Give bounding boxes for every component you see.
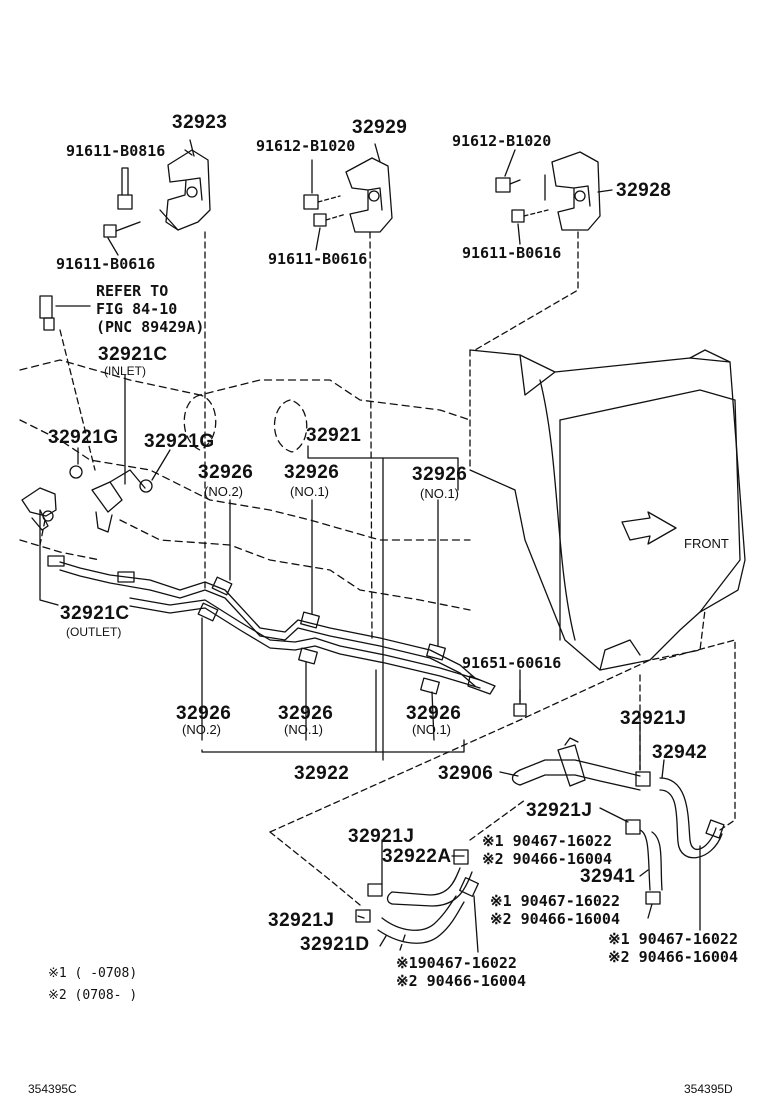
- label-32926-no1-top-b: 32926: [412, 464, 468, 485]
- fitting-refer-fig: [39, 295, 91, 331]
- legend-row-1: ※1 ( -0708): [48, 966, 138, 981]
- cooler-tube-32922: [129, 597, 481, 689]
- refer-line-2: FIG 84-10: [96, 300, 178, 318]
- sublabel-no1-top-b: (NO.1): [420, 486, 459, 501]
- clamp-c4-line2: ※2 90466-16004: [396, 972, 526, 990]
- label-32926-no2-bot: 32926: [176, 703, 232, 724]
- hose-32921d: [355, 877, 479, 944]
- clamp-c1-line1: ※1 90467-16022: [482, 832, 612, 850]
- gasket-32921g-a: [69, 465, 83, 479]
- label-32942: 32942: [652, 742, 708, 763]
- label-32906: 32906: [438, 763, 494, 784]
- engine-block-phantom: [19, 359, 471, 611]
- sublabel-no1-bot-b: (NO.1): [412, 722, 451, 737]
- alignment-lines: [39, 231, 579, 641]
- label-91611-b0616-a: 91611-B0616: [56, 255, 156, 273]
- hose-32906: [511, 737, 641, 791]
- label-32921j-a: 32921J: [620, 708, 687, 729]
- sublabel-inlet: (INLET): [104, 364, 146, 378]
- label-32941: 32941: [580, 866, 636, 887]
- label-91612-b1020-b: 91612-B1020: [452, 132, 552, 150]
- label-91612-b1020-a: 91612-B1020: [256, 137, 356, 155]
- union-32921c-outlet: [21, 487, 57, 531]
- bracket-32929: [345, 157, 393, 233]
- label-32921g-a: 32921G: [48, 427, 119, 448]
- label-91651-60616: 91651-60616: [462, 654, 562, 672]
- bolt-91611-b0816: [117, 167, 133, 210]
- label-front: FRONT: [684, 536, 729, 551]
- label-32921j-d: 32921J: [268, 910, 335, 931]
- footer-code-right: 354395D: [684, 1082, 733, 1096]
- label-91611-b0616-b: 91611-B0616: [268, 250, 368, 268]
- gasket-32921g-b: [139, 479, 153, 493]
- tube-end-fittings: [47, 555, 496, 695]
- sublabel-no2-bot: (NO.2): [182, 722, 221, 737]
- hose-group-boundary: [269, 609, 736, 951]
- hose-32941: [625, 819, 663, 905]
- clamp-c1-line2: ※2 90466-16004: [482, 850, 612, 868]
- bolt-91611-b0616-b: [313, 213, 347, 227]
- label-32926-no1-top-a: 32926: [284, 462, 340, 483]
- label-32929: 32929: [352, 117, 408, 138]
- footer-code-left: 354395C: [28, 1082, 77, 1096]
- bolt-91612-b1020-a: [303, 194, 341, 210]
- transmission-housing: [469, 349, 746, 671]
- label-91611-b0616-c: 91611-B0616: [462, 244, 562, 262]
- label-91611-b0816: 91611-B0816: [66, 142, 166, 160]
- bolt-91611-b0616-a: [103, 221, 141, 238]
- union-32921c-inlet: [91, 469, 146, 533]
- label-32926-no2-top: 32926: [198, 462, 254, 483]
- label-32921c-inlet: 32921C: [98, 344, 168, 365]
- label-32921j-c: 32921J: [348, 826, 415, 847]
- legend-row-2: ※2 (0708- ): [48, 988, 138, 1003]
- leader-lines: [39, 139, 701, 953]
- clamp-c3-line1: ※1 90467-16022: [608, 930, 738, 948]
- bolt-91612-b1020-b: [495, 177, 521, 193]
- bracket-32928: [544, 151, 601, 231]
- label-32922: 32922: [294, 763, 350, 784]
- clamp-32926-set: [197, 576, 446, 695]
- sublabel-outlet: (OUTLET): [66, 625, 122, 639]
- label-32921: 32921: [306, 425, 362, 446]
- label-32926-no1-bot-b: 32926: [406, 703, 462, 724]
- cooler-tube-32921: [59, 561, 476, 687]
- label-32921j-b: 32921J: [526, 800, 593, 821]
- label-32922a: 32922A: [382, 846, 452, 867]
- front-arrow-icon: [621, 511, 677, 545]
- label-32921d: 32921D: [300, 934, 370, 955]
- refer-line-1: REFER TO: [96, 282, 169, 300]
- refer-line-3: (PNC 89429A): [96, 318, 205, 336]
- label-32926-no1-bot-a: 32926: [278, 703, 334, 724]
- label-32921c-outlet: 32921C: [60, 603, 130, 624]
- clamp-c3-line2: ※2 90466-16004: [608, 948, 738, 966]
- sublabel-no2-top: (NO.2): [204, 484, 243, 499]
- bracket-32923: [159, 149, 211, 231]
- sublabel-no1-top-a: (NO.1): [290, 484, 329, 499]
- label-32928: 32928: [616, 180, 672, 201]
- hose-32942: [635, 771, 725, 859]
- hose-32922a: [386, 849, 473, 907]
- sublabel-no1-bot-a: (NO.1): [284, 722, 323, 737]
- clamp-c2-line1: ※1 90467-16022: [490, 892, 620, 910]
- bolt-91611-b0616-c: [511, 209, 549, 223]
- clamp-c4-line1: ※190467-16022: [396, 954, 517, 972]
- label-32923: 32923: [172, 112, 228, 133]
- clamp-c2-line2: ※2 90466-16004: [490, 910, 620, 928]
- label-32921g-b: 32921G: [144, 431, 215, 452]
